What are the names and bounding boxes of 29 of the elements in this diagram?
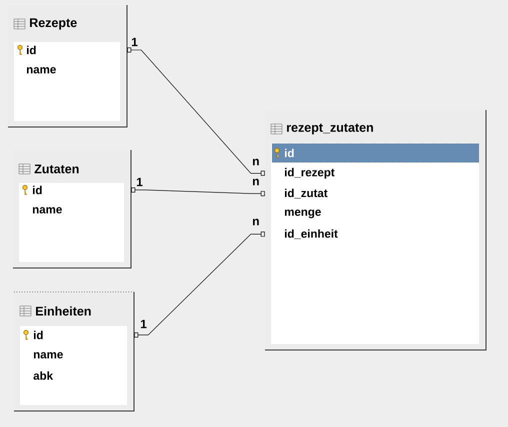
cardinality-label: n (253, 158, 259, 166)
table-title: Einheiten (36, 306, 91, 316)
field-row: id (33, 186, 42, 194)
field-row: id (34, 330, 43, 340)
field-row: id_einheit (285, 229, 338, 240)
field-row: id_zutat (285, 188, 328, 198)
relation-line (134, 232, 265, 338)
table-title: Zutaten (34, 164, 79, 174)
field-row: id_rezept (285, 168, 335, 179)
table (12, 149, 132, 268)
cardinality-label: 1 (140, 320, 147, 328)
cardinality-label: 1 (136, 178, 143, 186)
table-title: rezept_zutaten (287, 124, 373, 134)
table (8, 4, 128, 128)
table-title: Rezepte (30, 18, 77, 30)
field-row: name (34, 352, 63, 358)
field-row: abk (34, 371, 54, 380)
cardinality-label: n (253, 178, 259, 186)
relation-line (131, 187, 265, 196)
table (264, 110, 486, 350)
cardinality-label: n (253, 218, 259, 226)
field-row: menge (284, 210, 321, 218)
table (14, 291, 134, 412)
field-row: name (26, 67, 56, 74)
field-row: name (32, 207, 62, 214)
cardinality-label: 1 (132, 38, 138, 46)
relation-line (127, 48, 265, 176)
field-row: id (285, 148, 294, 158)
field-row: id (27, 46, 36, 54)
